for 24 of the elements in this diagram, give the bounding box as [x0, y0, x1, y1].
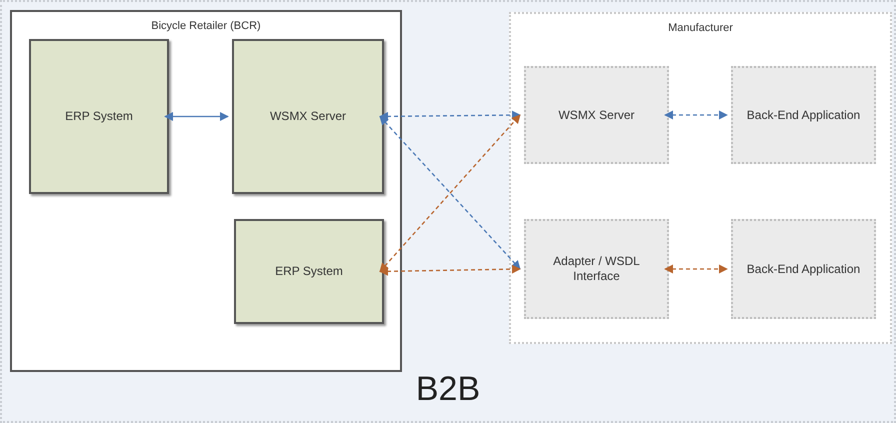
process-box	[731, 66, 876, 164]
band-label: B2B	[414, 369, 482, 410]
arrow	[664, 110, 728, 120]
box-label: Back-End Application	[746, 262, 860, 276]
process-box	[29, 39, 169, 194]
process-box	[232, 39, 384, 194]
arrow	[379, 110, 521, 121]
process-box	[234, 219, 384, 324]
arrow	[379, 264, 521, 276]
process-box	[524, 66, 669, 164]
group-box	[10, 10, 402, 372]
arrow	[164, 112, 229, 121]
box-label: Adapter / WSDL Interface	[552, 254, 641, 284]
box-label: ERP System	[275, 264, 343, 279]
arrow	[664, 264, 728, 274]
group-title: Bicycle Retailer (BCR)	[150, 19, 262, 34]
box-label: WSMX Server	[558, 108, 634, 122]
group-title: Manufacturer	[667, 21, 734, 36]
box-label: ERP System	[65, 109, 133, 124]
process-box	[731, 219, 876, 319]
box-label: WSMX Server	[270, 109, 346, 124]
box-label: Back-End Application	[746, 108, 860, 122]
process-box	[524, 219, 669, 319]
group-box	[509, 12, 892, 344]
